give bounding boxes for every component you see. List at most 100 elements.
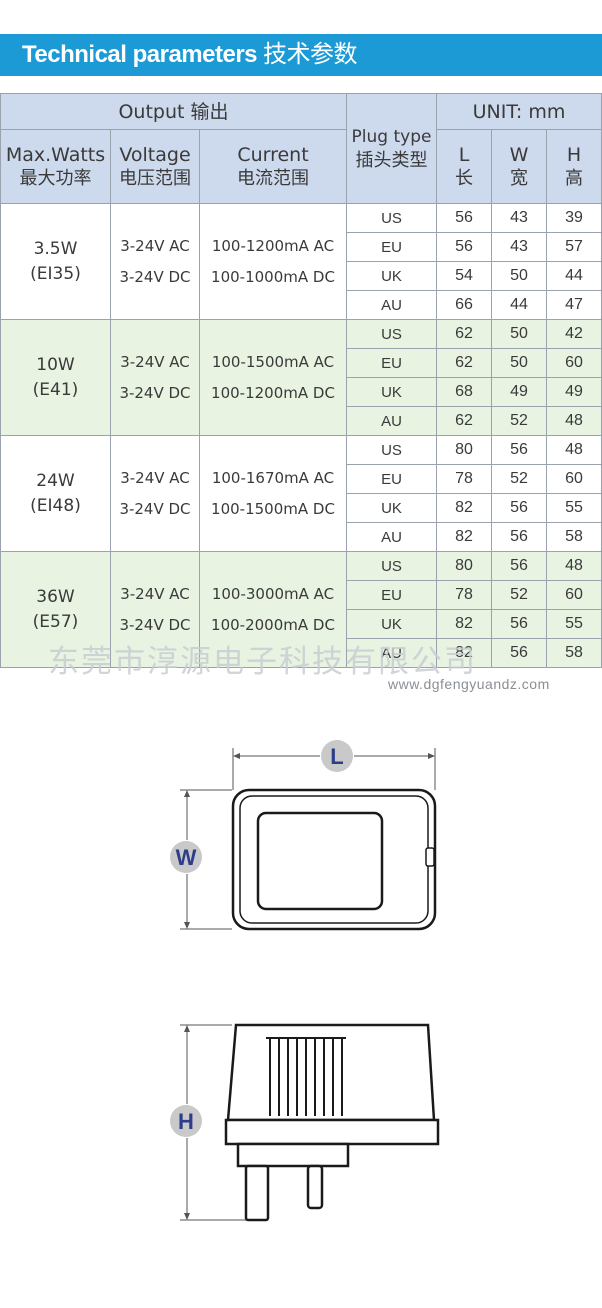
height-cell: 57 xyxy=(546,232,602,262)
plug-cell: US xyxy=(346,435,437,465)
width-cell: 50 xyxy=(491,319,547,349)
core-value: (EI35) xyxy=(30,263,81,284)
header-max-watts-en: Max.Watts xyxy=(5,143,106,166)
plug-cell: EU xyxy=(346,348,437,378)
voltage-cell: 3-24V AC 3-24V DC xyxy=(110,551,200,668)
height-cell: 42 xyxy=(546,319,602,349)
banner-title-cn: 技术参数 xyxy=(263,41,358,68)
voltage-ac: 3-24V AC xyxy=(120,352,190,371)
plug-cell: EU xyxy=(346,232,437,262)
h-label: H xyxy=(178,1109,194,1134)
side-view: H xyxy=(170,1023,440,1222)
width-cell: 44 xyxy=(491,290,547,320)
width-cell: 56 xyxy=(491,493,547,523)
plug-cell: EU xyxy=(346,580,437,610)
website-text: www.dgfengyuandz.com xyxy=(388,676,550,692)
voltage-dc: 3-24V DC xyxy=(119,383,191,402)
table-row: AU 82 56 58 xyxy=(1,522,602,552)
length-cell: 62 xyxy=(436,348,492,378)
current-dc: 100-1200mA DC xyxy=(211,383,335,402)
header-unit: UNIT: mm xyxy=(436,93,602,130)
height-cell: 44 xyxy=(546,261,602,291)
current-dc: 100-1000mA DC xyxy=(211,267,335,286)
table-row: UK 54 50 44 xyxy=(1,261,602,291)
length-cell: 78 xyxy=(436,464,492,494)
height-cell: 48 xyxy=(546,551,602,581)
watts-cell: 10W(E41) xyxy=(0,319,111,436)
width-cell: 56 xyxy=(491,609,547,639)
table-row: AU 62 52 48 xyxy=(1,406,602,436)
width-cell: 50 xyxy=(491,348,547,378)
adapter-side-body xyxy=(226,1023,436,1122)
height-cell: 58 xyxy=(546,522,602,552)
watts-cell: 3.5W(EI35) xyxy=(0,203,111,320)
voltage-dc: 3-24V DC xyxy=(119,615,191,634)
width-cell: 49 xyxy=(491,377,547,407)
h-label-badge xyxy=(170,1105,202,1137)
voltage-ac: 3-24V AC xyxy=(120,584,190,603)
w-label-badge xyxy=(170,841,202,873)
header-plug-en: Plug type xyxy=(351,126,432,147)
voltage-ac: 3-24V AC xyxy=(120,468,190,487)
watts-value: 36W xyxy=(36,586,75,607)
current-cell: 100-1500mA AC 100-1200mA DC xyxy=(199,319,347,436)
height-cell: 60 xyxy=(546,580,602,610)
watts-value: 10W xyxy=(36,354,75,375)
l-label: L xyxy=(330,744,343,769)
table-row: EU 56 43 57 xyxy=(1,232,602,262)
length-cell: 56 xyxy=(436,203,492,233)
current-ac: 100-3000mA AC xyxy=(211,584,335,603)
voltage-dc: 3-24V DC xyxy=(119,267,191,286)
voltage-ac: 3-24V AC xyxy=(120,236,190,255)
length-cell: 66 xyxy=(436,290,492,320)
height-cell: 60 xyxy=(546,464,602,494)
header-current-cn: 电流范围 xyxy=(237,167,309,189)
height-cell: 39 xyxy=(546,203,602,233)
watts-cell: 36W(E57) xyxy=(0,551,111,668)
header-l-en: L xyxy=(458,143,470,166)
table-row: UK 82 56 55 xyxy=(1,493,602,523)
watts-cell: 24W(EI48) xyxy=(0,435,111,552)
length-cell: 56 xyxy=(436,232,492,262)
length-cell: 62 xyxy=(436,406,492,436)
plug-cell: UK xyxy=(346,261,437,291)
current-cell: 100-1200mA AC 100-1000mA DC xyxy=(199,203,347,320)
current-dc: 100-2000mA DC xyxy=(211,615,335,634)
header-w-en: W xyxy=(509,143,529,166)
length-cell: 80 xyxy=(436,435,492,465)
header-l-cn: 长 xyxy=(455,167,473,189)
height-cell: 60 xyxy=(546,348,602,378)
current-ac: 100-1200mA AC xyxy=(211,236,335,255)
width-cell: 52 xyxy=(491,464,547,494)
header-current-en: Current xyxy=(237,143,309,166)
plug-base xyxy=(236,1142,350,1168)
core-value: (EI48) xyxy=(30,495,81,516)
header-current: Current 电流范围 xyxy=(199,129,347,204)
plug-pin-large xyxy=(244,1164,270,1222)
current-ac: 100-1500mA AC xyxy=(211,352,335,371)
width-cell: 43 xyxy=(491,232,547,262)
table-row: AU 82 56 58 xyxy=(1,638,602,668)
plug-cell: US xyxy=(346,203,437,233)
table-row: 3.5W(EI35) 3-24V AC 3-24V DC 100-1200mA A… xyxy=(0,203,602,320)
plug-cell: AU xyxy=(346,638,437,668)
plug-pin-small xyxy=(306,1164,324,1210)
plug-cell: UK xyxy=(346,377,437,407)
width-cell: 56 xyxy=(491,435,547,465)
table-row: AU 66 44 47 xyxy=(1,290,602,320)
length-cell: 82 xyxy=(436,609,492,639)
voltage-cell: 3-24V AC 3-24V DC xyxy=(110,203,200,320)
current-ac: 100-1670mA AC xyxy=(211,468,335,487)
adapter-label-area xyxy=(256,811,384,911)
length-cell: 82 xyxy=(436,522,492,552)
header-voltage-en: Voltage xyxy=(119,143,191,166)
header-voltage: Voltage 电压范围 xyxy=(110,129,200,204)
adapter-front-outline xyxy=(231,788,437,931)
length-cell: 78 xyxy=(436,580,492,610)
l-label-badge xyxy=(321,740,353,772)
plug-cell: UK xyxy=(346,609,437,639)
dimension-diagram: L W H xyxy=(170,740,440,1222)
